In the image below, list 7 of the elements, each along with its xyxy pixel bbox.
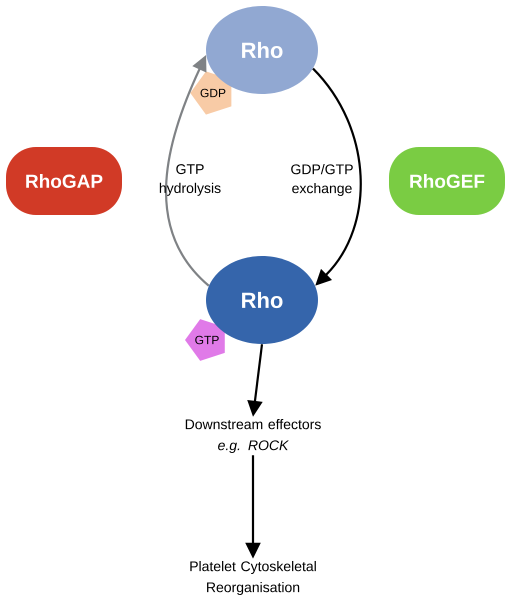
effector-text: Downstream effectors e.g. ROCK [186,418,321,454]
regulator-pill: RhoGAP [6,147,122,215]
edge-label: GTP hydrolysis [160,164,221,196]
regulator-pill: RhoGEF [389,147,505,215]
outcome-text: Platelet Cytoskeletal Reorganisation [190,560,316,596]
nucleotide-pentagon: GTP [185,319,225,361]
edge-label: GDP/GTP exchange [291,164,353,196]
